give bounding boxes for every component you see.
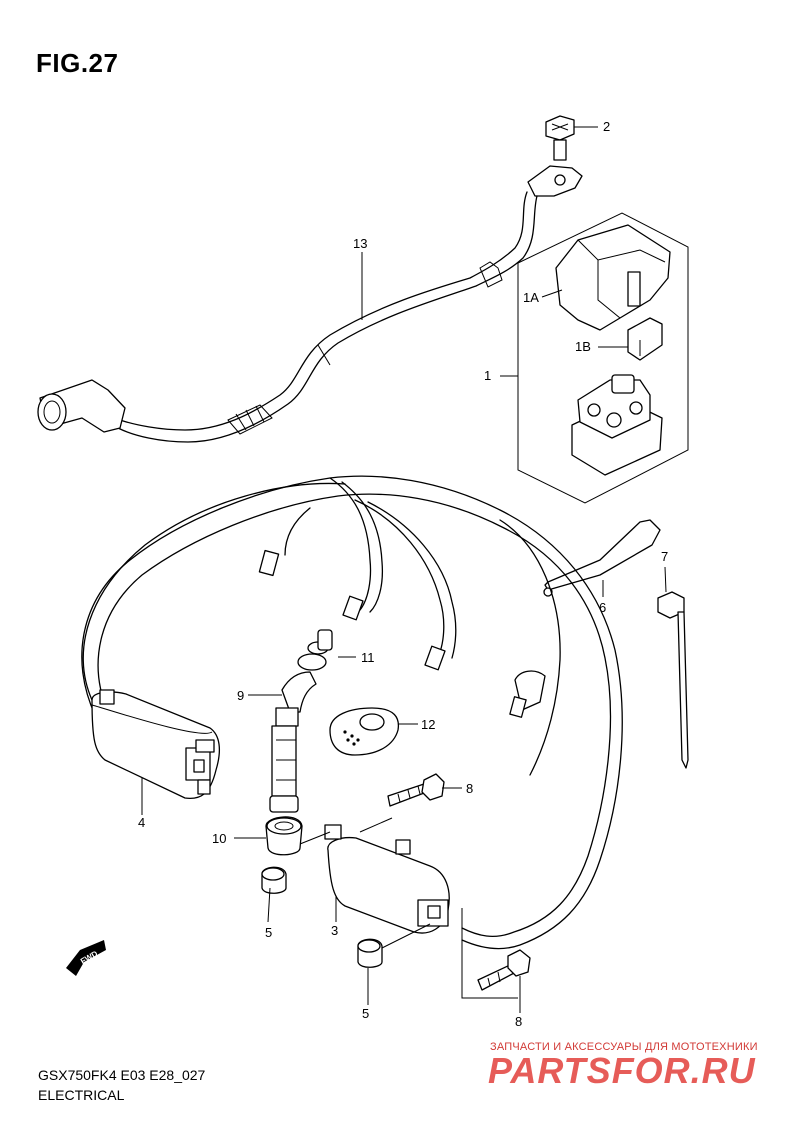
starter-relay-assembly[interactable] xyxy=(500,212,689,504)
leader-lines xyxy=(141,126,667,1013)
callout-11[interactable]: 11 xyxy=(361,650,375,665)
callout-9[interactable]: 9 xyxy=(237,688,245,703)
callout-10[interactable]: 10 xyxy=(212,831,227,846)
callout-1[interactable]: 1 xyxy=(484,368,492,383)
callout-2[interactable]: 2 xyxy=(603,119,611,134)
callout-3[interactable]: 3 xyxy=(331,923,339,938)
ignition-coil-3[interactable] xyxy=(299,817,450,934)
watermark-tagline: ЗАПЧАСТИ И АКСЕССУАРЫ ДЛЯ МОТОТЕХНИКИ xyxy=(490,1041,758,1053)
callout-1b[interactable]: 1B xyxy=(575,339,591,354)
collar-5b[interactable] xyxy=(357,938,383,968)
callout-13[interactable]: 13 xyxy=(353,236,368,251)
bolt-2[interactable] xyxy=(545,115,575,161)
bolt-8b[interactable] xyxy=(477,949,531,991)
callout-8-lower[interactable]: 8 xyxy=(515,1014,523,1029)
callout-6[interactable]: 6 xyxy=(599,600,607,615)
bolt-8a[interactable] xyxy=(387,773,445,807)
callout-4[interactable]: 4 xyxy=(138,815,146,830)
cable-tie-7[interactable] xyxy=(657,591,689,769)
model-code: GSX750FK4 E03 E28_027 xyxy=(38,1067,206,1083)
high-tension-leads[interactable] xyxy=(81,475,623,950)
clamp-6[interactable] xyxy=(543,519,661,597)
callout-5-left[interactable]: 5 xyxy=(265,925,273,940)
callout-7[interactable]: 7 xyxy=(661,549,669,564)
collar-5a[interactable] xyxy=(261,866,287,894)
cable-13[interactable] xyxy=(37,165,583,443)
callout-12[interactable]: 12 xyxy=(421,717,436,732)
watermark-logo: PARTSFOR.RU xyxy=(488,1050,756,1091)
ignition-coil-4[interactable] xyxy=(91,689,221,800)
connector-11[interactable] xyxy=(297,629,333,671)
section-name: ELECTRICAL xyxy=(38,1087,125,1103)
grommet-12[interactable] xyxy=(329,707,400,756)
plug-cap-9[interactable] xyxy=(269,671,317,813)
cushion-10[interactable] xyxy=(265,816,303,856)
callout-1a[interactable]: 1A xyxy=(523,290,539,305)
figure-title: FIG.27 xyxy=(36,48,119,78)
fwd-arrow-icon xyxy=(66,940,106,976)
callout-5-right[interactable]: 5 xyxy=(362,1006,370,1021)
callout-8-upper[interactable]: 8 xyxy=(466,781,474,796)
